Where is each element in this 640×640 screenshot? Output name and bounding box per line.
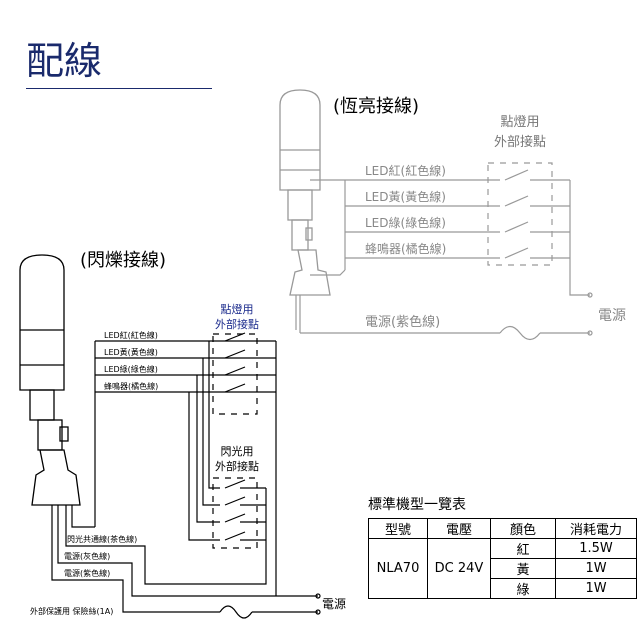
spec-table: 型號 電壓 顏色 消耗電力 NLA70 DC 24V 紅 1.5W 黃 1W 綠… <box>368 518 637 599</box>
flash-contact-label-1: 點燈用 <box>221 302 254 316</box>
flash-wire-yellow: LED黃(黃色線) <box>104 347 158 357</box>
table-row: 綠 1W <box>369 578 637 599</box>
steady-heading: (恆亮接線) <box>333 96 419 117</box>
flash-wire-buzzer: 蜂鳴器(橘色線) <box>104 381 158 391</box>
cell-model: NLA70 <box>368 538 428 599</box>
page-title: 配線 <box>26 39 103 83</box>
steady-wire-buzzer: 蜂鳴器(橘色線) <box>365 241 446 256</box>
steady-wire-red: LED紅(紅色線) <box>365 163 446 178</box>
flash-power-gray: 電源(灰色線) <box>64 551 110 561</box>
flash-fuse-label: 外部保護用 保險絲(1A) <box>30 606 113 616</box>
flash-wire-green: LED綠(綠色線) <box>104 364 158 374</box>
header-voltage: 電壓 <box>427 518 491 539</box>
flash-common-wire: 閃光共通線(茶色線) <box>67 534 137 544</box>
flash-contact-label-2: 外部接點 <box>215 317 259 331</box>
flash-heading: (閃爍接線) <box>80 250 166 271</box>
steady-wire-green: LED綠(綠色線) <box>365 215 446 230</box>
steady-contact-label-2: 外部接點 <box>494 134 546 150</box>
header-power: 消耗電力 <box>555 518 637 539</box>
table-row: NLA70 DC 24V 紅 1.5W <box>368 538 637 599</box>
title-underline <box>26 88 212 89</box>
cell-power: 1.5W <box>555 538 637 559</box>
cell-voltage: DC 24V <box>427 538 491 599</box>
cell-power: 1W <box>555 578 637 599</box>
cell-power: 1W <box>555 558 637 579</box>
flash-power-label: 電源 <box>322 597 346 611</box>
steady-contact-label-1: 點燈用 <box>500 115 539 130</box>
cell-color: 紅 <box>490 538 556 559</box>
flash-wire-red: LED紅(紅色線) <box>104 330 158 340</box>
header-model: 型號 <box>368 518 428 539</box>
steady-wire-yellow: LED黃(黃色線) <box>365 189 446 204</box>
flash-wires <box>51 332 321 619</box>
steady-tower-light <box>279 89 331 296</box>
steady-power-wire: 電源(紫色線) <box>365 314 440 330</box>
cell-color: 綠 <box>490 578 556 599</box>
steady-power-label: 電源 <box>598 308 626 324</box>
flash-tower-light <box>19 254 81 506</box>
table-title: 標準機型一覽表 <box>368 497 466 513</box>
header-color: 顏色 <box>490 518 556 539</box>
cell-color: 黃 <box>490 558 556 579</box>
table-header-row: 型號 電壓 顏色 消耗電力 <box>368 518 637 539</box>
flash-power-purple-label: 電源(紫色線) <box>64 568 110 578</box>
steady-wires <box>295 162 593 341</box>
flash-blink-contact-label-1: 閃光用 <box>221 444 254 458</box>
flash-blink-contact-label-2: 外部接點 <box>215 459 259 473</box>
